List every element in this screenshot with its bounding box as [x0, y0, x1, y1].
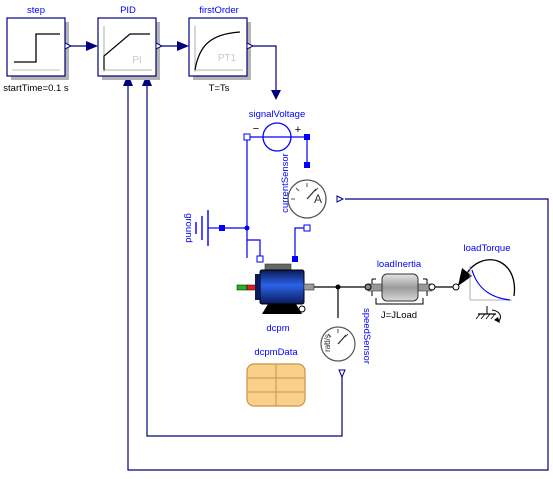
dcpm-pos-pin[interactable] — [292, 256, 298, 262]
signal-wires — [68, 45, 549, 471]
current-sensor-pos-pin[interactable] — [304, 162, 310, 168]
speed-sensor-unit: rad/s — [323, 334, 332, 352]
dcpm-motor[interactable]: dcpm — [236, 255, 315, 334]
step-output-port[interactable] — [64, 42, 73, 50]
load-torque[interactable]: loadTorque — [452, 243, 516, 323]
firstorder-inner-label: PT1 — [218, 53, 237, 64]
firstorder-block[interactable]: firstOrder PT1 T=Ts — [188, 5, 255, 94]
wire-speed-feedback[interactable] — [146, 86, 343, 437]
load-torque-name: loadTorque — [463, 243, 510, 254]
step-param: startTime=0.1 s — [3, 83, 69, 94]
dcpm-data-name: dcpmData — [254, 347, 298, 358]
ground-name: ground — [183, 213, 194, 243]
dcpm-neg-pin[interactable] — [256, 255, 264, 263]
load-inertia-param: J=JLoad — [381, 310, 417, 321]
firstorder-name: firstOrder — [199, 5, 239, 16]
ammeter-symbol: A — [314, 192, 322, 206]
firstorder-output-port[interactable] — [246, 42, 255, 50]
current-sensor-neg-pin[interactable] — [303, 224, 311, 232]
dcpm-thermal-port-green — [236, 284, 248, 291]
load-torque-flange[interactable] — [452, 283, 460, 291]
signal-voltage-name: signalVoltage — [249, 109, 306, 120]
step-name: step — [27, 5, 45, 16]
load-inertia-name: loadInertia — [377, 259, 422, 270]
dcpm-data-record[interactable]: dcpmData — [246, 347, 306, 407]
signal-voltage-source[interactable]: signalVoltage − + — [243, 109, 310, 152]
current-sensor-output-port[interactable] — [336, 195, 345, 203]
wire-firstorder-to-voltage[interactable] — [250, 45, 277, 90]
pid-curve — [103, 33, 150, 70]
firstorder-curve — [194, 31, 241, 71]
current-sensor[interactable]: currentSensor A — [280, 153, 345, 232]
current-sensor-name: currentSensor — [280, 153, 291, 213]
wire-current-feedback[interactable] — [127, 86, 549, 471]
wire-motor-neg[interactable] — [247, 239, 261, 258]
voltage-pos-pin[interactable] — [304, 134, 310, 140]
voltage-plus-sign: + — [295, 124, 301, 136]
flange-junction — [335, 284, 341, 290]
ground-pin[interactable] — [219, 225, 225, 231]
pid-output-port[interactable] — [155, 42, 164, 50]
electric-junction — [244, 225, 250, 231]
step-curve — [14, 33, 60, 63]
pid-name: PID — [120, 5, 136, 16]
speed-sensor-name: speedSensor — [361, 308, 372, 364]
speed-sensor-output-port[interactable] — [338, 369, 346, 379]
load-inertia[interactable]: loadInertia J=JLoad — [364, 259, 436, 321]
pid-block[interactable]: PID PI — [97, 5, 164, 80]
voltage-neg-pin[interactable] — [243, 133, 251, 141]
firstorder-param: T=Ts — [209, 83, 230, 94]
voltage-minus-sign: − — [253, 123, 259, 135]
speed-sensor[interactable]: speedSensor rad/s — [320, 308, 372, 379]
wire-motor-pos[interactable] — [294, 227, 307, 258]
ground[interactable]: ground — [183, 210, 225, 246]
step-block[interactable]: step startTime=0.1 s — [3, 5, 73, 94]
electric-wires — [222, 137, 308, 258]
pid-inner-label: PI — [132, 55, 141, 66]
dcpm-name: dcpm — [266, 323, 289, 334]
